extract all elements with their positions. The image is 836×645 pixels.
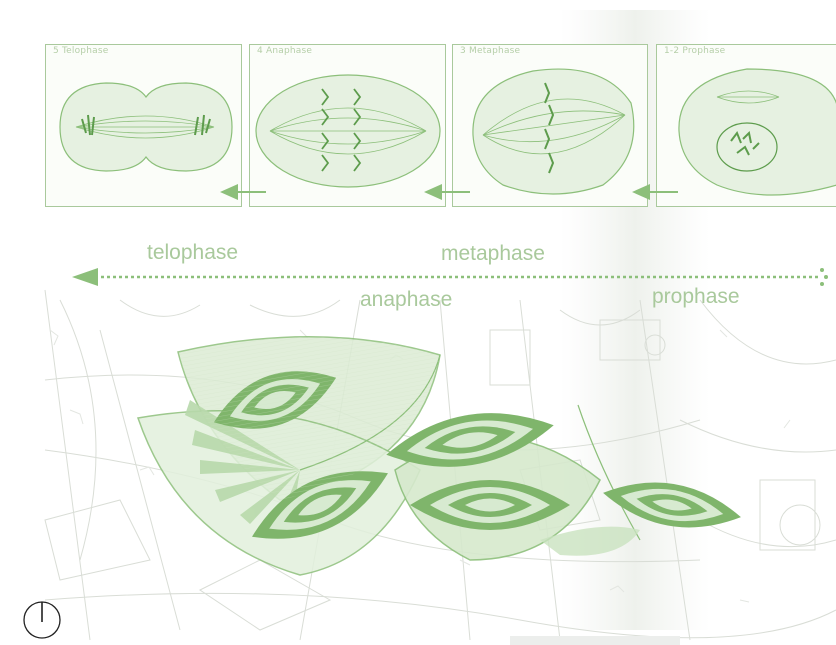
timeline-arrow — [72, 268, 828, 286]
label-prophase: prophase — [652, 285, 740, 309]
metaphase-cell-illustration — [453, 45, 649, 208]
arrow-left-icon — [220, 182, 266, 202]
panel-metaphase: 3 Metaphase — [452, 44, 648, 207]
north-arrow-icon — [22, 600, 64, 642]
label-metaphase: metaphase — [441, 242, 545, 266]
anaphase-cell-illustration — [250, 45, 447, 208]
panel-telophase: 5 Telophase — [45, 44, 242, 207]
label-telophase: telophase — [147, 241, 238, 265]
telophase-cell-illustration — [46, 45, 243, 208]
arrow-left-icon — [632, 182, 678, 202]
panel-anaphase: 4 Anaphase — [249, 44, 446, 207]
panel-prophase: 1-2 Prophase — [656, 44, 836, 207]
prophase-cell-illustration — [657, 45, 836, 208]
arrow-left-icon — [424, 182, 470, 202]
label-anaphase: anaphase — [360, 288, 452, 312]
